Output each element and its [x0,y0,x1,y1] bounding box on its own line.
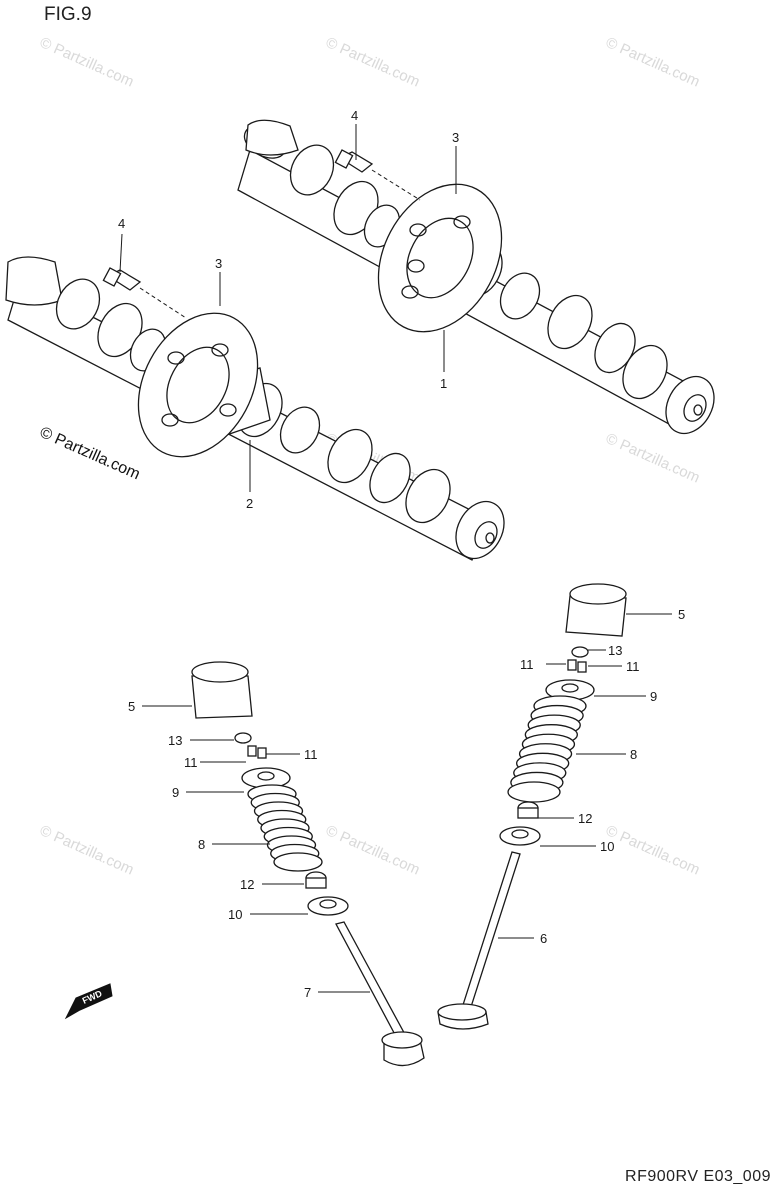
cam-sprocket-lower [137,312,259,458]
callout-camshaft-intake: 2 [246,496,253,511]
callout-labels: 4 3 4 3 1 2 5 13 11 11 9 8 12 10 6 5 13 … [118,108,685,1000]
callout-spring-right: 8 [630,747,637,762]
shim-left [234,732,252,744]
callout-retainer-left: 9 [172,785,179,800]
tappet-left [191,661,253,719]
callout-seal-right: 10 [600,839,614,854]
callout-valve-intake: 7 [304,985,311,1000]
valve-intake [335,921,425,1067]
cotters-left [247,745,267,759]
callout-bolt-upper: 4 [351,108,358,123]
callout-sprocket-lower: 3 [215,256,222,271]
lower-seat-right [517,801,539,819]
callout-spring-left: 8 [198,837,205,852]
callout-cotter-left-b: 11 [304,747,318,762]
tappet-right [565,583,627,637]
bolt-lower [102,267,187,319]
retainer-right [545,679,595,701]
callout-cotter-left-a: 11 [184,755,198,770]
retainer-left [241,767,291,789]
callout-bolt-lower: 4 [118,216,125,231]
figure-title: FIG.9 [44,4,92,25]
callout-camshaft-exhaust: 1 [440,376,447,391]
spring-coil [507,781,561,803]
callout-lower-seat-right: 12 [578,811,592,826]
spring-coil [273,852,323,872]
callout-shim-right: 13 [608,643,622,658]
valve-exhaust [437,851,521,1030]
spring-left [247,784,323,872]
callout-sprocket-upper: 3 [452,130,459,145]
spring-right [507,695,587,803]
stem-seal-right [499,826,541,846]
callout-cotter-right-b: 11 [626,659,640,674]
callout-cotter-right-a: 11 [520,657,534,672]
leader-lines [119,124,672,993]
stem-seal-left [307,896,349,916]
cam-sprocket-upper [377,183,503,333]
callout-retainer-right: 9 [650,689,657,704]
shim-right [571,646,589,658]
callout-shim-left: 13 [168,733,182,748]
callout-tappet-left: 5 [128,699,135,714]
camshaft-intake [5,256,505,561]
bolt-upper [334,149,421,201]
callout-tappet-right: 5 [678,607,685,622]
cotters-right [567,659,587,673]
callout-valve-exhaust: 6 [540,931,547,946]
callout-seal-left: 10 [228,907,242,922]
callout-lower-seat-left: 12 [240,877,254,892]
fwd-direction-icon: FWD [64,983,113,1020]
lower-seat-left [305,871,327,889]
drawing-code: RF900RV E03_009 [625,1168,771,1185]
